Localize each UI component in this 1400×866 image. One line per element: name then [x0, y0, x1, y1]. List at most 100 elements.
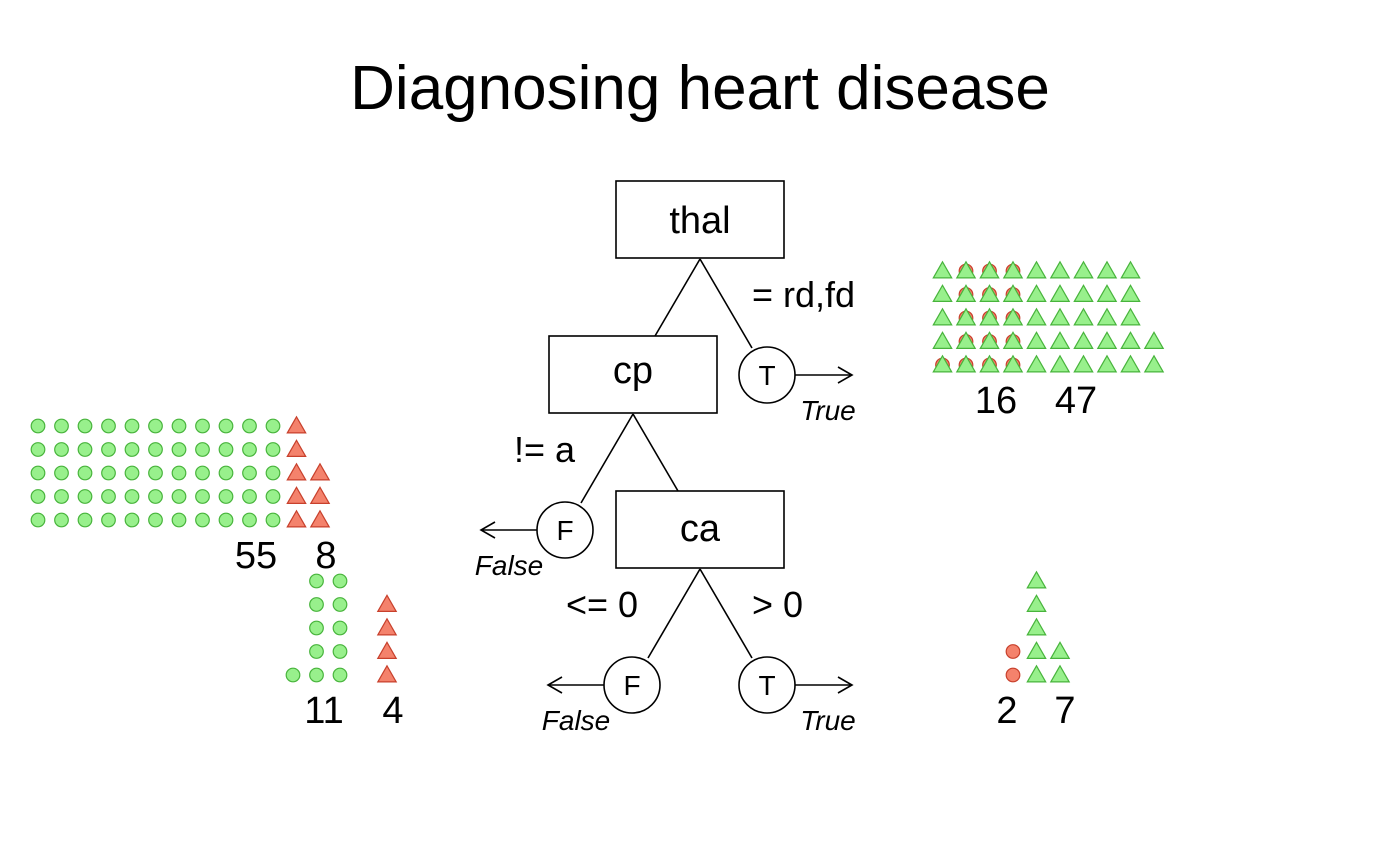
case-circle-icon: [54, 418, 69, 434]
case-triangle-icon: [979, 307, 1000, 326]
count-ca-true-circles: 2: [996, 690, 1017, 732]
case-triangle-icon: [979, 354, 1000, 373]
case-triangle-icon: [932, 260, 953, 279]
case-circle-icon: [309, 573, 324, 589]
case-triangle-icon: [1026, 594, 1047, 613]
case-triangle-icon: [286, 439, 307, 457]
case-triangle-icon: [1026, 641, 1047, 660]
case-triangle-icon: [1096, 260, 1118, 279]
case-circle-icon: [124, 489, 140, 504]
case-triangle-icon: [932, 307, 953, 326]
case-triangle-icon: [979, 260, 1000, 279]
case-circle-icon: [1005, 644, 1021, 659]
leaf-ca-false-letter: F: [623, 670, 640, 701]
case-triangle-icon: [1049, 664, 1071, 683]
case-triangle-icon: [286, 415, 307, 434]
case-circle-icon: [30, 418, 46, 434]
case-circle-icon: [77, 442, 93, 457]
count-thal-true-circles: 16: [975, 380, 1017, 422]
case-circle-icon: [171, 442, 187, 457]
case-triangle-icon: [955, 354, 977, 373]
arrow-left-icon: [479, 521, 496, 539]
case-triangle-icon: [979, 284, 1000, 302]
arrow-right-icon: [837, 676, 854, 694]
case-triangle-icon: [1120, 284, 1141, 302]
case-triangle-icon: [376, 664, 398, 683]
case-circle-icon: [218, 442, 234, 457]
case-circle-icon: [171, 489, 187, 504]
case-triangle-icon: [1143, 354, 1165, 373]
leaf-cp-false-word: False: [475, 550, 543, 581]
case-circle-icon: [124, 442, 140, 457]
arrow-right-icon: [837, 366, 854, 384]
case-circle-icon: [195, 442, 210, 457]
case-triangle-icon: [1143, 331, 1165, 349]
edge-label-ca-true: > 0: [752, 584, 803, 625]
case-circle-icon: [30, 512, 46, 528]
case-triangle-icon: [1120, 307, 1141, 326]
leaf-thal-true-letter: T: [758, 360, 775, 391]
case-circle-icon: [332, 620, 348, 636]
node-ca: ca: [615, 490, 785, 569]
case-triangle-icon: [1073, 307, 1094, 326]
case-circle-icon: [309, 667, 324, 683]
case-circle-icon: [148, 512, 163, 528]
case-triangle-icon: [1120, 260, 1141, 279]
count-ca-false-circles: 11: [304, 690, 343, 732]
case-circle-icon: [195, 489, 210, 504]
count-ca-false-triangles: 4: [382, 690, 403, 732]
case-triangle-icon: [1049, 307, 1071, 326]
case-circle-icon: [285, 667, 301, 683]
case-circle-icon: [171, 465, 187, 481]
case-triangle-icon: [1049, 641, 1071, 660]
case-circle-icon: [124, 512, 140, 528]
case-circle-icon: [148, 442, 163, 457]
case-circle-icon: [124, 465, 140, 481]
case-circle-icon: [101, 465, 116, 481]
leaf-cp-false-letter: F: [556, 515, 573, 546]
case-triangle-icon: [1026, 664, 1047, 683]
node-thal: thal: [615, 180, 785, 259]
case-triangle-icon: [1120, 331, 1141, 349]
case-triangle-icon: [1073, 331, 1094, 349]
case-triangle-icon: [1120, 354, 1141, 373]
case-triangle-icon: [932, 331, 953, 349]
case-triangle-icon: [979, 331, 1000, 349]
case-triangle-icon: [1026, 331, 1047, 349]
case-circle-icon: [148, 418, 163, 434]
case-circle-icon: [265, 442, 281, 457]
leaf-thal-true: T True: [738, 346, 856, 426]
case-triangle-icon: [1026, 354, 1047, 373]
case-triangle-icon: [1096, 354, 1118, 373]
case-triangle-icon: [1002, 331, 1024, 349]
case-triangle-icon: [1002, 284, 1024, 302]
case-triangle-icon: [1096, 307, 1118, 326]
count-ca-true-triangles: 7: [1054, 690, 1075, 732]
case-circle-icon: [148, 465, 163, 481]
case-circle-icon: [77, 465, 93, 481]
case-triangle-icon: [1002, 260, 1024, 279]
icon-array-ca-true: 2 7: [996, 570, 1076, 732]
case-circle-icon: [332, 597, 348, 612]
case-circle-icon: [218, 512, 234, 528]
leaf-ca-true: T True: [738, 656, 856, 736]
case-circle-icon: [171, 512, 187, 528]
case-triangle-icon: [1049, 331, 1071, 349]
case-circle-icon: [242, 489, 257, 504]
edge-cp-false: [580, 413, 634, 504]
case-triangle-icon: [1049, 260, 1071, 279]
case-triangle-icon: [309, 462, 331, 481]
leaf-ca-false: F False: [542, 656, 661, 736]
case-triangle-icon: [376, 641, 398, 660]
case-triangle-icon: [955, 284, 977, 302]
case-circle-icon: [30, 442, 46, 457]
case-circle-icon: [30, 489, 46, 504]
case-triangle-icon: [932, 354, 953, 373]
case-triangle-icon: [309, 509, 331, 528]
case-triangle-icon: [1026, 260, 1047, 279]
case-circle-icon: [309, 620, 324, 636]
case-circle-icon: [101, 418, 116, 434]
case-circle-icon: [195, 512, 210, 528]
case-circle-icon: [101, 512, 116, 528]
